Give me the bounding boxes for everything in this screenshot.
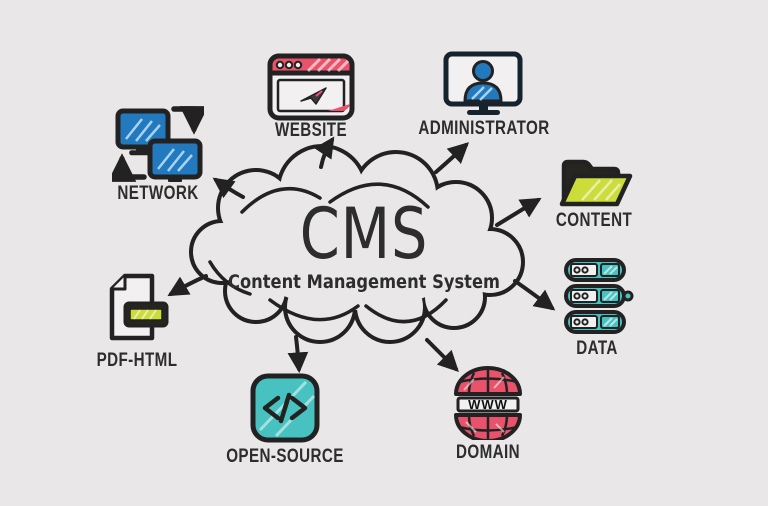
arrow-to-data (513, 279, 556, 311)
network-label: NETWORK (117, 183, 199, 204)
node-network: NETWORK (112, 103, 204, 204)
data-label: DATA (576, 338, 618, 359)
node-pdf-html: PDF-HTML (97, 272, 177, 371)
domain-label: DOMAIN (455, 442, 521, 463)
arrow-to-website (314, 136, 335, 169)
content-folder-icon (559, 159, 633, 207)
pdf-html-label: PDF-HTML (96, 350, 178, 371)
node-domain: WWW DOMAIN (450, 364, 526, 463)
arrow-to-domain (425, 338, 459, 372)
arrow-to-open-source (287, 335, 309, 374)
cms-subtitle: Content Management System (228, 272, 500, 293)
arrow-to-pdf-html (167, 274, 208, 297)
node-administrator: ADMINISTRATOR (418, 50, 549, 139)
cloud-sketch-lines (208, 182, 448, 324)
domain-www-globe-icon: WWW (454, 366, 522, 440)
data-server-stack-icon (564, 258, 634, 334)
pdf-html-document-icon (109, 273, 169, 341)
network-monitors-sync-icon (112, 106, 204, 182)
arrow-to-content (495, 197, 542, 227)
cloud-fill (193, 148, 521, 340)
node-data: DATA (560, 256, 634, 359)
open-source-code-icon (250, 373, 320, 443)
administrator-monitor-user-icon (443, 51, 523, 115)
content-label: CONTENT (555, 210, 633, 231)
website-browser-send-icon (267, 53, 355, 121)
cms-title: CMS (299, 193, 429, 275)
node-open-source: OPEN-SOURCE (226, 372, 343, 467)
arrow-to-network (212, 177, 245, 199)
arrow-to-administrator (434, 142, 470, 174)
www-text: WWW (468, 397, 508, 412)
open-source-label: OPEN-SOURCE (226, 446, 344, 467)
node-website: WEBSITE (266, 52, 356, 141)
website-label: WEBSITE (274, 120, 348, 141)
administrator-label: ADMINISTRATOR (418, 118, 550, 139)
node-content: CONTENT (556, 152, 634, 231)
